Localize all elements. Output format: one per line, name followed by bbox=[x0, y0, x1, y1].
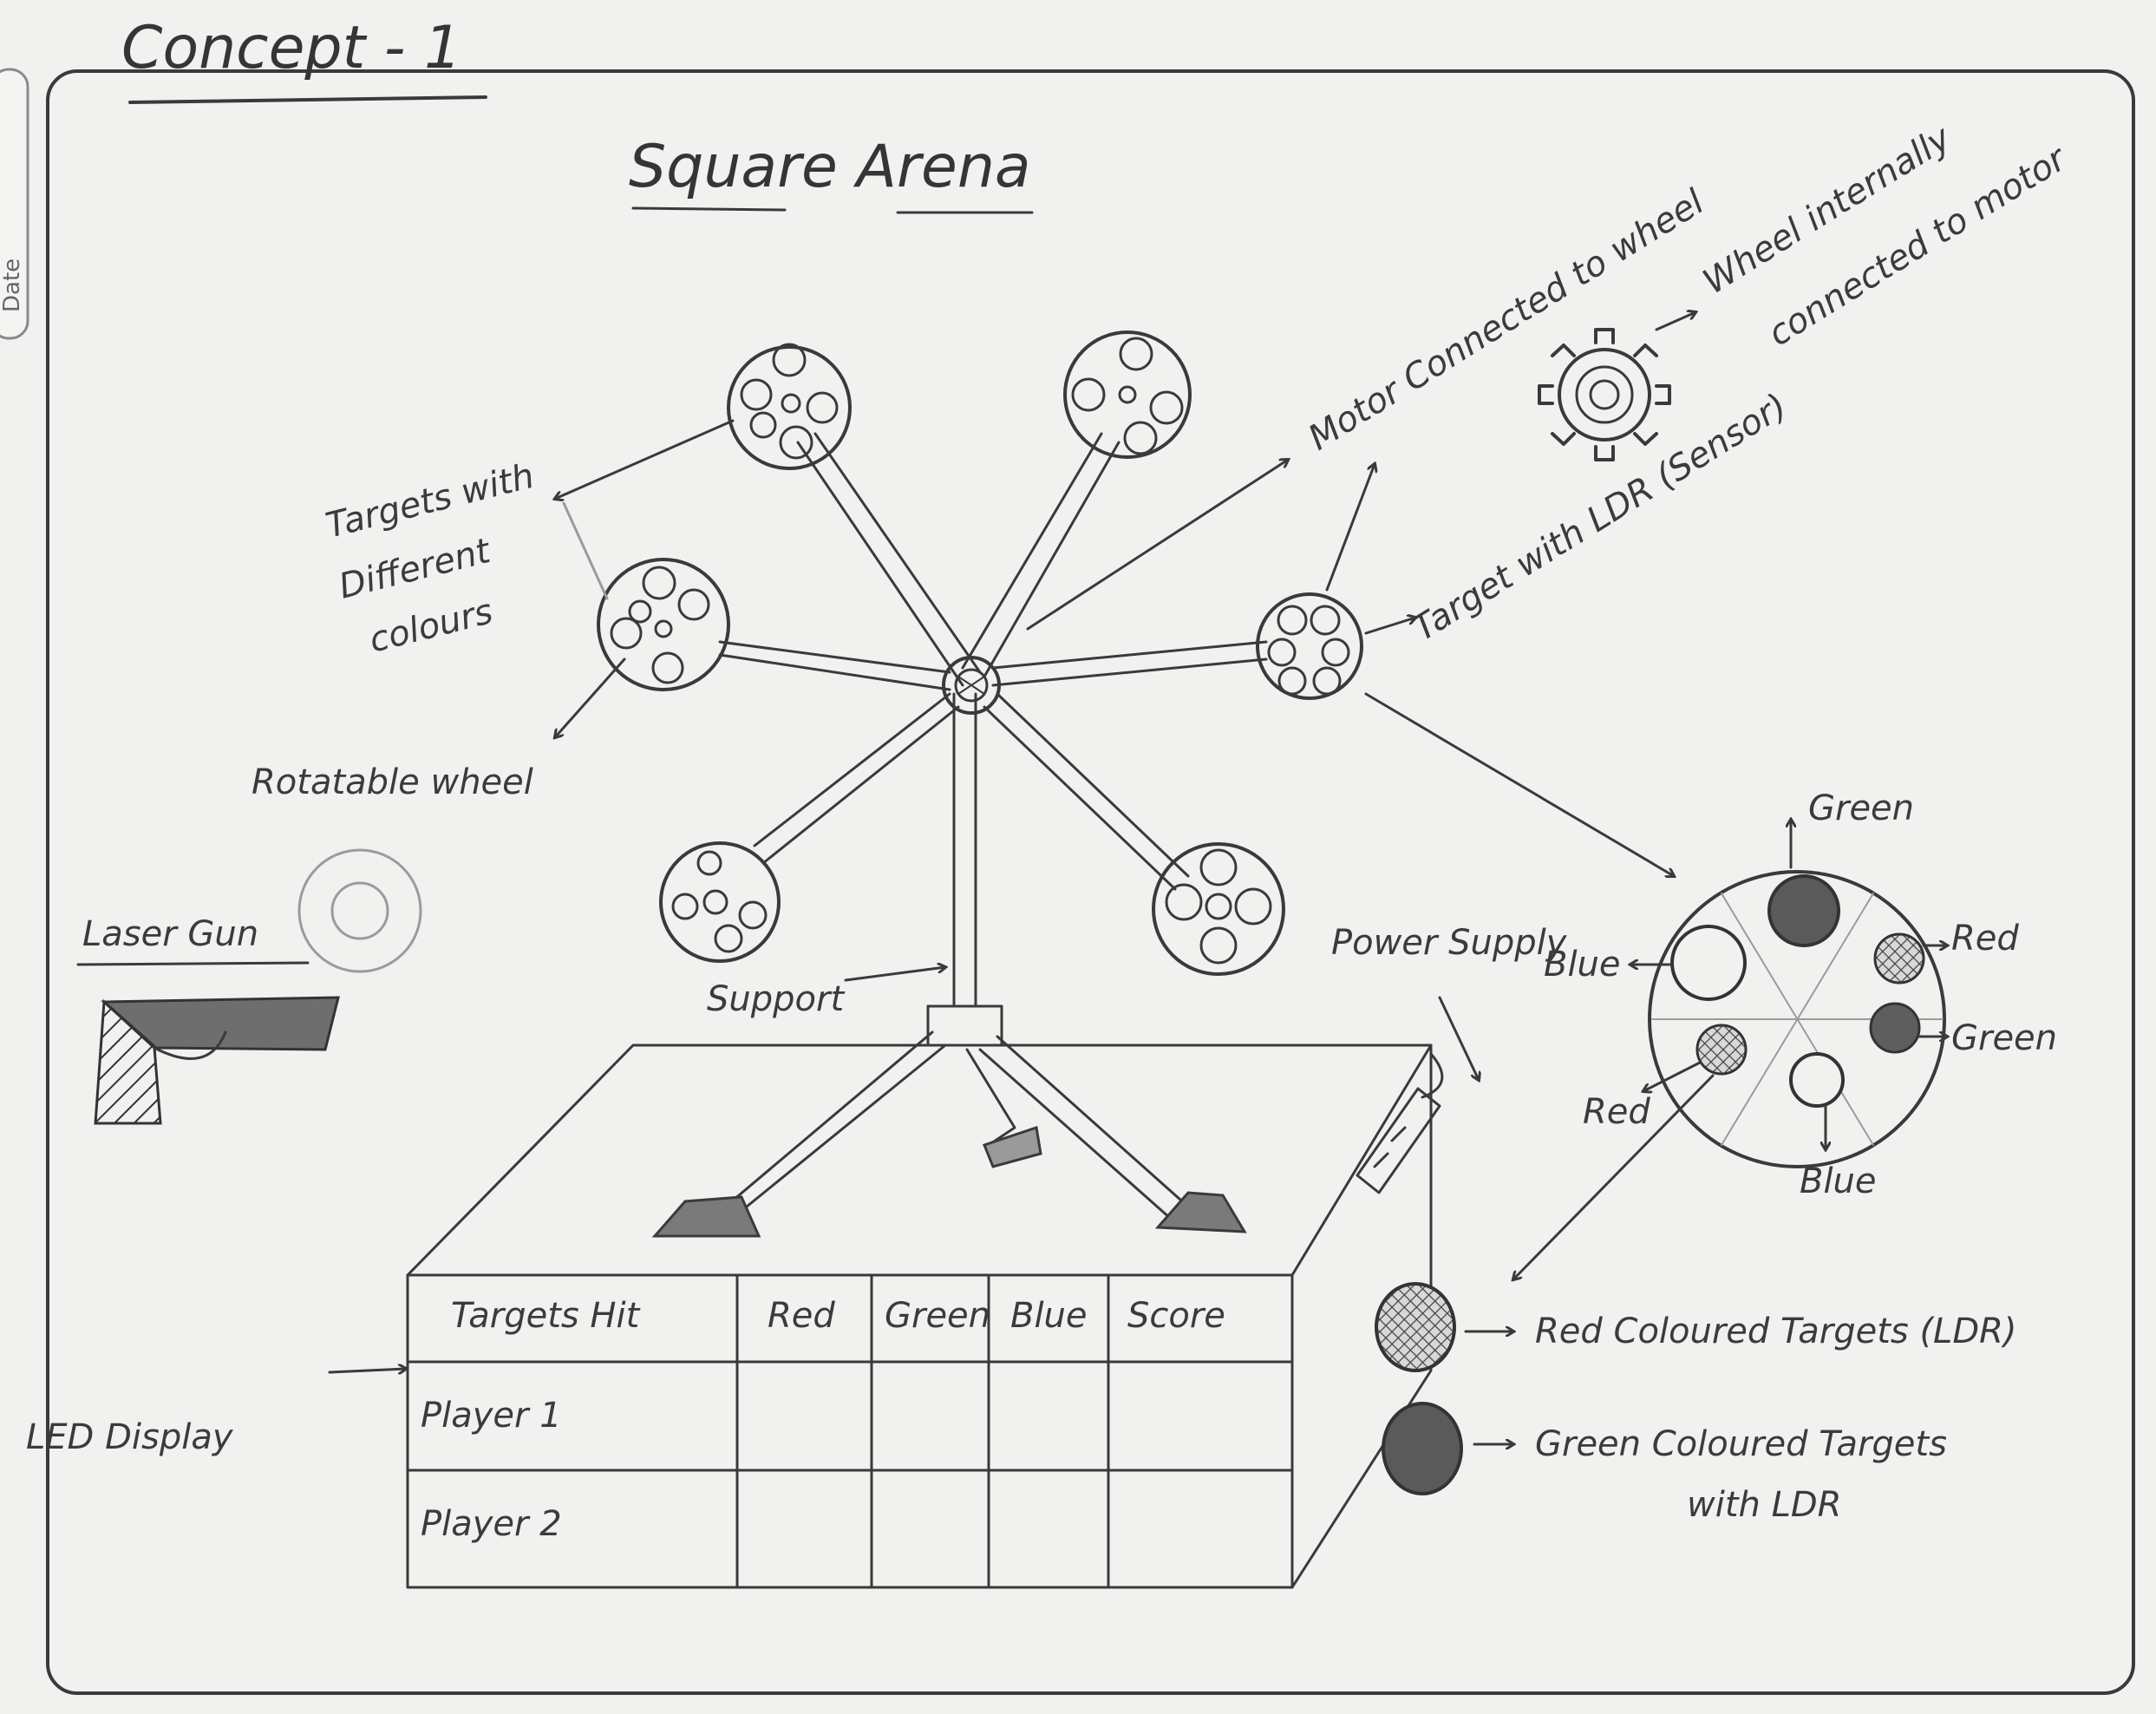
detail-label-top: Green bbox=[1808, 788, 1914, 828]
rotatable-wheel bbox=[718, 432, 1268, 891]
legend-green-swatch bbox=[1382, 1402, 1463, 1495]
target-ldr-arrow bbox=[1364, 618, 1415, 635]
header-green: Green bbox=[885, 1296, 990, 1336]
target-disc-left bbox=[597, 558, 730, 691]
row-player-1: Player 1 bbox=[421, 1396, 562, 1436]
header-blue: Blue bbox=[1010, 1296, 1088, 1336]
label-rotatable-wheel: Rotatable wheel bbox=[252, 762, 533, 802]
support-arrow bbox=[844, 967, 945, 982]
arena-title: Square Arena bbox=[629, 133, 1031, 201]
detail-label-right-top: Red bbox=[1951, 919, 2019, 958]
detail-label-bottom: Blue bbox=[1800, 1161, 1877, 1201]
legend-red-swatch bbox=[1375, 1282, 1456, 1372]
target-disc-bottom-right bbox=[1152, 842, 1285, 976]
legend-red-label: Red Coloured Targets (LDR) bbox=[1535, 1312, 2017, 1351]
detail-arrow-left-bottom bbox=[1643, 1061, 1702, 1091]
header-red: Red bbox=[768, 1296, 835, 1336]
laser-gun-underline bbox=[76, 961, 310, 966]
wheel-arrow bbox=[555, 657, 626, 737]
target-detail-disc bbox=[1648, 870, 1946, 1168]
motor-arrow-1 bbox=[1026, 460, 1288, 631]
targets-arrow-left bbox=[562, 501, 609, 600]
laser-gun-sketch bbox=[94, 848, 422, 1125]
led-arrow bbox=[328, 1369, 406, 1372]
detail-arrow bbox=[1364, 692, 1674, 876]
side-tab-label: Date bbox=[0, 258, 25, 312]
target-disc-bottom-left bbox=[659, 841, 781, 963]
detail-to-legend-arrow bbox=[1513, 1074, 1715, 1279]
header-targets-hit: Targets Hit bbox=[451, 1296, 641, 1336]
power-supply bbox=[1356, 996, 1479, 1194]
side-tab bbox=[0, 68, 29, 340]
heading-underline bbox=[128, 95, 487, 104]
detail-label-left-top: Blue bbox=[1544, 945, 1621, 985]
target-disc-top-right bbox=[1063, 330, 1192, 459]
title-underline-1 bbox=[631, 206, 787, 212]
target-disc-top-left bbox=[727, 343, 852, 470]
legend-green-label-1: Green Coloured Targets bbox=[1535, 1424, 1947, 1464]
detail-label-right-bottom: Green bbox=[1951, 1018, 2057, 1058]
target-disc-right bbox=[1256, 592, 1363, 700]
wheel-support bbox=[651, 692, 1247, 1238]
label-support: Support bbox=[707, 979, 845, 1019]
detail-label-left-bottom: Red bbox=[1583, 1092, 1650, 1132]
led-display-table: Targets Hit Red Green Blue Score Player … bbox=[406, 1273, 1294, 1589]
label-led-display: LED Display bbox=[26, 1417, 234, 1457]
motor-arrow-2 bbox=[1325, 464, 1375, 592]
header-score: Score bbox=[1127, 1296, 1225, 1336]
targets-arrow-top bbox=[555, 419, 735, 499]
label-power-supply: Power Supply bbox=[1331, 923, 1568, 963]
label-laser-gun: Laser Gun bbox=[82, 914, 258, 954]
row-player-2: Player 2 bbox=[421, 1504, 562, 1544]
gear-arrow bbox=[1655, 312, 1695, 331]
legend-green-label-2: with LDR bbox=[1687, 1485, 1841, 1525]
page-frame bbox=[46, 69, 2135, 1695]
concept-heading: Concept - 1 bbox=[121, 14, 461, 82]
motor-gear bbox=[1538, 328, 1671, 461]
legend: Red Coloured Targets (LDR) Green Coloure… bbox=[1375, 1282, 2017, 1525]
